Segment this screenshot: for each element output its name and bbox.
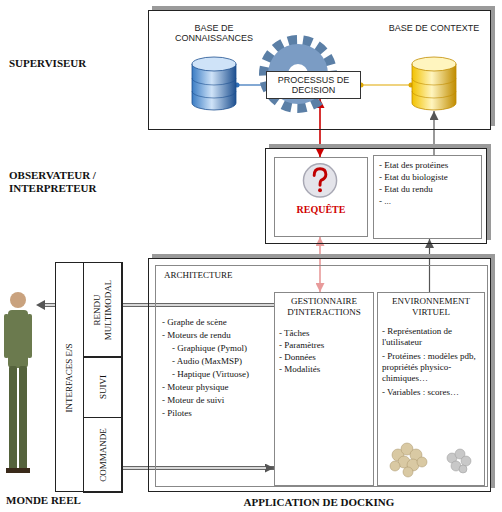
person-head (10, 292, 26, 308)
interface-cell: SUIVI (83, 356, 123, 418)
connector (123, 305, 274, 306)
list-item: - Protéines : modèles pdb, propriétés ph… (382, 351, 480, 384)
node-heading: SUIVI (98, 359, 109, 415)
node-heading: ARCHITECTURE (164, 270, 487, 281)
icon-dot (318, 188, 322, 192)
region-label: MONDE REEL (6, 494, 116, 507)
node-heading: INTERFACES E/S (64, 278, 75, 478)
database-cylinder: BASE DE CONTEXTE (411, 56, 457, 111)
list-item: - Graphique (Pymol) (172, 343, 270, 354)
database-cylinder: BASE DE CONNAISSANCES (191, 56, 237, 111)
connector-line (123, 303, 274, 307)
connector-line (361, 84, 411, 85)
atom (403, 467, 413, 477)
state-list-box: - Etat des protéines- Etat du biologiste… (373, 155, 482, 239)
connector (359, 83, 414, 88)
node-heading: BASE DE CONTEXTE (379, 23, 489, 33)
cylinder-ring (192, 78, 236, 98)
cylinder-top (412, 57, 456, 71)
node-heading: ENVIRONNEMENT VIRTUEL (382, 296, 480, 318)
protein-illustration (390, 443, 427, 477)
list-item: - Etat du rendu (379, 184, 476, 195)
output-arrow (36, 300, 55, 310)
atom (459, 465, 467, 473)
person-figure (4, 292, 32, 473)
node-heading: REQUÊTE (275, 158, 367, 216)
node-heading: PROCESSUS DE DECISION (269, 75, 358, 95)
person-shoe (6, 468, 18, 473)
cylinder-shape (191, 56, 237, 111)
node-heading: GESTIONNAIRE D'INTERACTIONS (279, 296, 369, 318)
atom (461, 456, 471, 466)
atom (417, 457, 427, 467)
list-item: - Modalités (279, 364, 369, 375)
interfaces-column: INTERFACES E/S RENDU MULTIMODAL SUIVI COMMA… (55, 262, 122, 492)
application-frame: APPLICATION DE DOCKINGARCHITECTURE- Grap… (148, 258, 491, 492)
cylinder-shape (411, 56, 457, 111)
list-item: - Données (279, 352, 369, 363)
list-item: - Graphe de scène (162, 317, 270, 328)
icon-circle (303, 164, 336, 197)
list-item: - Etat du biologiste (379, 172, 476, 183)
question-icon (275, 158, 367, 236)
person-leg (9, 366, 17, 470)
person-arm (4, 314, 9, 358)
person-arm (27, 314, 32, 358)
list-item: - Haptique (Virtuose) (172, 369, 270, 380)
virtual-environment-box: ENVIRONNEMENT VIRTUEL - Représentation de… (377, 292, 485, 486)
interface-cell: COMMANDE (83, 417, 123, 493)
observer-frame: OBSERVATEUR / INTERPRETEURREQUÊTE- Etat … (265, 148, 487, 244)
cylinder-ring (412, 78, 456, 98)
node-heading: APPLICATION DE DOCKING (169, 496, 469, 509)
interface-cell: RENDU MULTIMODAL (83, 262, 123, 358)
arrow-line (44, 304, 55, 306)
connector-line (123, 466, 274, 470)
node-heading: OBSERVATEUR / INTERPRETEUR (9, 169, 149, 195)
person-shoe (18, 468, 30, 473)
list-item: - Moteur de suivi (162, 395, 270, 406)
atom (390, 461, 400, 471)
node-heading: RENDU MULTIMODAL (92, 268, 114, 352)
list-item: - Représentation de l'utilisateur (382, 326, 480, 348)
list-item: - ... (379, 196, 476, 207)
cylinder-top (192, 57, 236, 71)
icon-mark (314, 169, 326, 186)
connector-inner (123, 467, 266, 469)
person-body (8, 310, 28, 368)
request-box: REQUÊTE (274, 157, 368, 237)
list-item: - Pilotes (162, 408, 270, 419)
superviseur-frame: SUPERVISEURBASE DE CONNAISSANCESPROCESSU… (148, 10, 491, 130)
arrow-head (36, 300, 45, 310)
node-heading: BASE DE CONNAISSANCES (159, 23, 269, 43)
list-item: - Audio (MaxMSP) (172, 356, 270, 367)
protein-illustration (447, 449, 471, 473)
list-item: - Moteur physique (162, 382, 270, 393)
architecture-panel: ARCHITECTURE - Graphe de scène - Moteurs d… (155, 265, 488, 487)
list-item: - Tâches (279, 328, 369, 339)
node-heading: COMMANDE (98, 420, 109, 490)
process-box: PROCESSUS DE DECISION (266, 71, 361, 99)
list-item: - Variables : scores… (382, 387, 480, 398)
connector (123, 468, 274, 469)
arrow-line (44, 303, 55, 307)
node-heading: SUPERVISEUR (9, 57, 134, 70)
list-item: - Paramètres (279, 340, 369, 351)
connector-inner (123, 304, 274, 306)
person-leg (19, 366, 27, 470)
interaction-manager-box: GESTIONNAIRE D'INTERACTIONS - Tâches- Par… (274, 292, 374, 486)
node-heading: - Etat des protéines (379, 160, 476, 171)
list-item: - Moteurs de rendu (162, 330, 270, 341)
